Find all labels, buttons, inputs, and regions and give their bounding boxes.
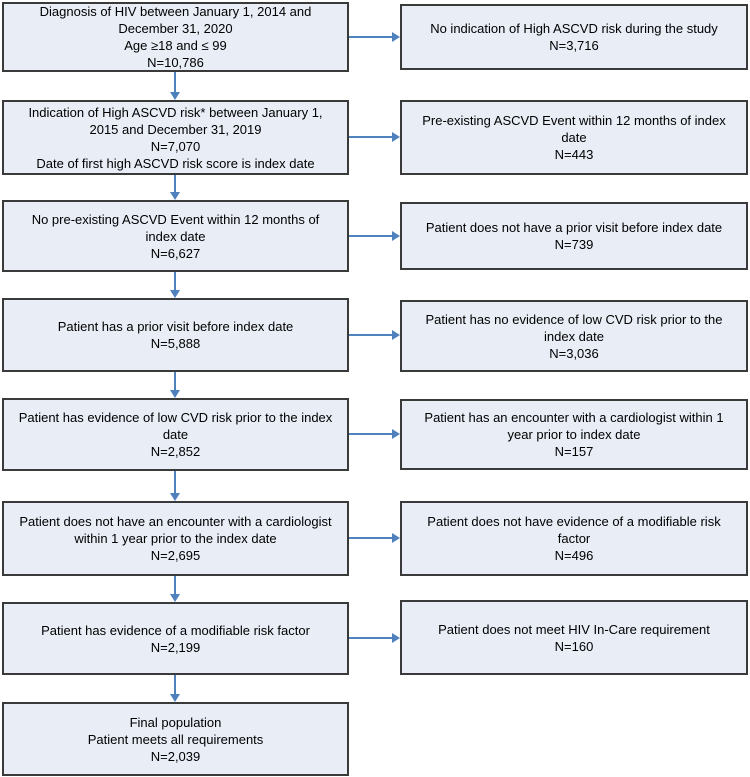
flow-box-final-population: Final population Patient meets all requi… [2, 702, 349, 776]
right-arrow-icon [349, 32, 400, 42]
flow-box-excl-no-prior-visit: Patient does not have a prior visit befo… [400, 202, 748, 270]
flow-box-excl-no-low-cvd-evidence: Patient has no evidence of low CVD risk … [400, 300, 748, 372]
flow-box-modifiable-risk-factor-text: Patient has evidence of a modifiable ris… [41, 622, 310, 655]
flow-box-no-preexisting-event-text: No pre-existing ASCVD Event within 12 mo… [31, 211, 320, 261]
flow-box-excl-cardiologist-encounter: Patient has an encounter with a cardiolo… [400, 399, 748, 470]
flow-box-hiv-diagnosis-text: Diagnosis of HIV between January 1, 2014… [39, 4, 312, 70]
down-arrow-icon [170, 72, 180, 100]
flow-box-excl-no-hiv-incare: Patient does not meet HIV In-Care requir… [400, 600, 748, 675]
flow-box-prior-visit: Patient has a prior visit before index d… [2, 298, 349, 372]
flow-box-excl-no-ascvd-indication: No indication of High ASCVD risk during … [400, 4, 748, 70]
flow-box-excl-cardiologist-encounter-text: Patient has an encounter with a cardiolo… [424, 410, 724, 459]
down-arrow-icon [170, 576, 180, 602]
flow-box-excl-preexisting-event: Pre-existing ASCVD Event within 12 month… [400, 100, 748, 175]
down-arrow-icon [170, 175, 180, 200]
down-arrow-icon [170, 372, 180, 398]
flow-box-final-population-text: Final population Patient meets all requi… [87, 714, 264, 764]
flow-box-prior-visit-text: Patient has a prior visit before index d… [57, 319, 294, 351]
flow-box-high-ascvd-indication-text: Indication of High ASCVD risk* between J… [28, 104, 323, 171]
flow-box-excl-no-modifiable-risk-text: Patient does not have evidence of a modi… [427, 514, 721, 563]
right-arrow-icon [349, 231, 400, 241]
flow-box-excl-no-modifiable-risk: Patient does not have evidence of a modi… [400, 501, 748, 576]
flow-box-excl-no-ascvd-indication-text: No indication of High ASCVD risk during … [430, 21, 718, 53]
flow-box-excl-preexisting-event-text: Pre-existing ASCVD Event within 12 month… [422, 113, 726, 162]
flow-box-excl-no-prior-visit-text: Patient does not have a prior visit befo… [425, 220, 723, 252]
right-arrow-icon [349, 533, 400, 543]
flow-box-excl-no-hiv-incare-text: Patient does not meet HIV In-Care requir… [438, 621, 710, 654]
flow-box-no-cardiologist-encounter-text: Patient does not have an encounter with … [19, 514, 332, 563]
flow-box-excl-no-low-cvd-evidence-text: Patient has no evidence of low CVD risk … [425, 311, 723, 361]
right-arrow-icon [349, 330, 400, 340]
flow-box-hiv-diagnosis: Diagnosis of HIV between January 1, 2014… [2, 2, 349, 72]
flow-box-low-cvd-evidence: Patient has evidence of low CVD risk pri… [2, 398, 349, 471]
flow-box-no-cardiologist-encounter: Patient does not have an encounter with … [2, 501, 349, 576]
down-arrow-icon [170, 272, 180, 298]
flow-box-no-preexisting-event: No pre-existing ASCVD Event within 12 mo… [2, 200, 349, 272]
flow-box-high-ascvd-indication: Indication of High ASCVD risk* between J… [2, 100, 349, 175]
down-arrow-icon [170, 471, 180, 501]
flow-box-low-cvd-evidence-text: Patient has evidence of low CVD risk pri… [18, 410, 333, 459]
right-arrow-icon [349, 132, 400, 142]
down-arrow-icon [170, 675, 180, 702]
right-arrow-icon [349, 633, 400, 643]
right-arrow-icon [349, 429, 400, 439]
flow-box-modifiable-risk-factor: Patient has evidence of a modifiable ris… [2, 602, 349, 675]
